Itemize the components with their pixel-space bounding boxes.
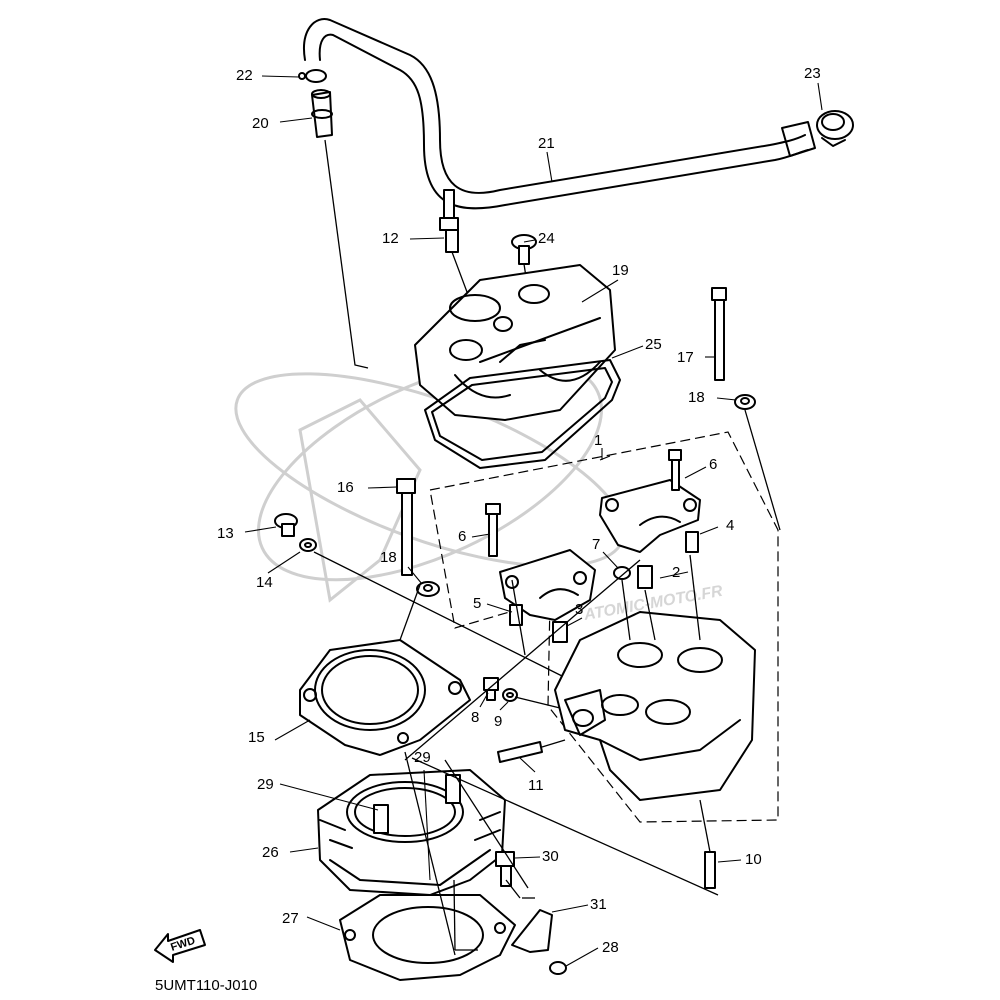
callout-18a: 18 [380, 549, 397, 566]
callout-17: 17 [677, 349, 694, 366]
callout-5: 5 [473, 595, 481, 612]
cylinder [317, 769, 506, 896]
callout-24: 24 [538, 230, 555, 247]
small-plugs [552, 565, 653, 643]
cover-gasket [424, 359, 621, 469]
callout-19: 19 [612, 262, 629, 279]
assembly-lines [399, 554, 719, 956]
callout-23: 23 [804, 65, 821, 82]
callout-29b: 29 [414, 749, 431, 766]
callout-18b: 18 [688, 389, 705, 406]
camshaft-cap-left [485, 503, 596, 626]
callout-25: 25 [645, 336, 662, 353]
diagram-code: 5UMT110-J010 [155, 977, 257, 994]
head-bolt-long [711, 287, 781, 531]
callout-2: 2 [672, 564, 680, 581]
callout-11: 11 [528, 777, 544, 794]
cylinder-bolt [495, 851, 521, 899]
callout-21: 21 [538, 135, 555, 152]
clip [298, 69, 327, 83]
hose-clamp [816, 110, 854, 147]
side-bolt [483, 677, 561, 709]
head-gasket [299, 639, 471, 756]
callout-28: 28 [602, 939, 619, 956]
callout-7: 7 [592, 536, 600, 553]
bracket [511, 909, 567, 975]
stud-bolt [497, 739, 566, 763]
callout-22: 22 [236, 67, 253, 84]
fwd-arrow-icon: FWD [154, 929, 206, 963]
callout-29a: 29 [257, 776, 274, 793]
callout-8: 8 [471, 709, 479, 726]
assembly-line-fitting [324, 139, 369, 369]
callout-leaders [244, 75, 823, 967]
breather-hose [303, 18, 816, 210]
oil-check-bolt [274, 513, 591, 691]
callout-20: 20 [252, 115, 269, 132]
callout-4: 4 [726, 517, 734, 534]
breather-fitting [311, 89, 333, 138]
callout-6b: 6 [458, 528, 466, 545]
callout-12: 12 [382, 230, 399, 247]
callout-16: 16 [337, 479, 354, 496]
callout-10: 10 [745, 851, 762, 868]
callout-9: 9 [494, 713, 502, 730]
callout-13: 13 [217, 525, 234, 542]
callout-15: 15 [248, 729, 265, 746]
camshaft-cap-right [599, 449, 701, 553]
cylinder-head [554, 611, 756, 801]
callout-27: 27 [282, 910, 299, 927]
callout-31: 31 [590, 896, 607, 913]
callout-labels: 1 2 3 4 5 6 6 7 8 9 10 11 12 13 14 15 16… [217, 65, 821, 956]
callout-14: 14 [256, 574, 273, 591]
callout-26: 26 [262, 844, 279, 861]
assembly-group-box [429, 431, 779, 823]
callout-1: 1 [594, 432, 602, 449]
callout-30: 30 [542, 848, 559, 865]
head-bolt-left [396, 478, 440, 597]
callout-6a: 6 [709, 456, 717, 473]
stud-long [699, 799, 716, 889]
spark-plug [439, 189, 471, 301]
base-gasket [339, 894, 516, 981]
callout-3: 3 [575, 601, 583, 618]
